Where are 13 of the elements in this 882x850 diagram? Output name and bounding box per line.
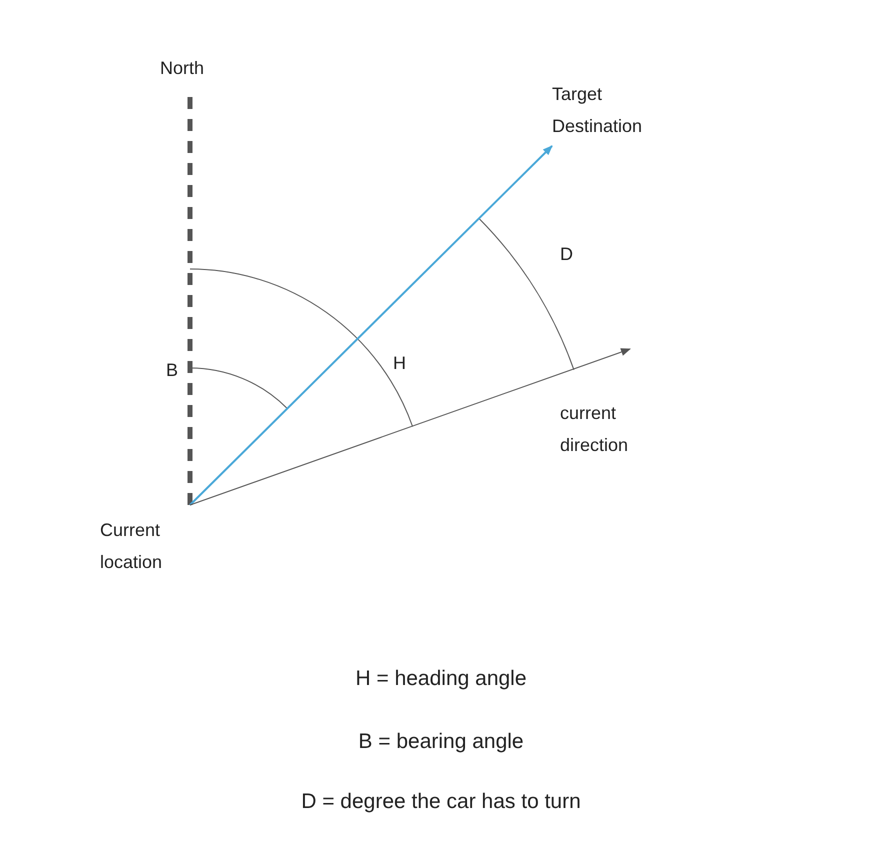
- node-label: Target Destination: [552, 83, 644, 138]
- node-label: North: [160, 57, 206, 80]
- angle-label: H: [393, 352, 407, 375]
- dashed-line: [188, 95, 192, 505]
- angle-label: B: [166, 359, 180, 382]
- arrow: [190, 348, 631, 506]
- arrow: [189, 145, 553, 506]
- legend-note: D = degree the car has to turn: [300, 789, 582, 815]
- node-label: Current location: [100, 519, 164, 574]
- angle-label: D: [560, 243, 574, 266]
- legend-note: H = heading angle: [354, 666, 528, 692]
- node-label: current direction: [560, 402, 630, 457]
- legend-note: B = bearing angle: [357, 729, 525, 755]
